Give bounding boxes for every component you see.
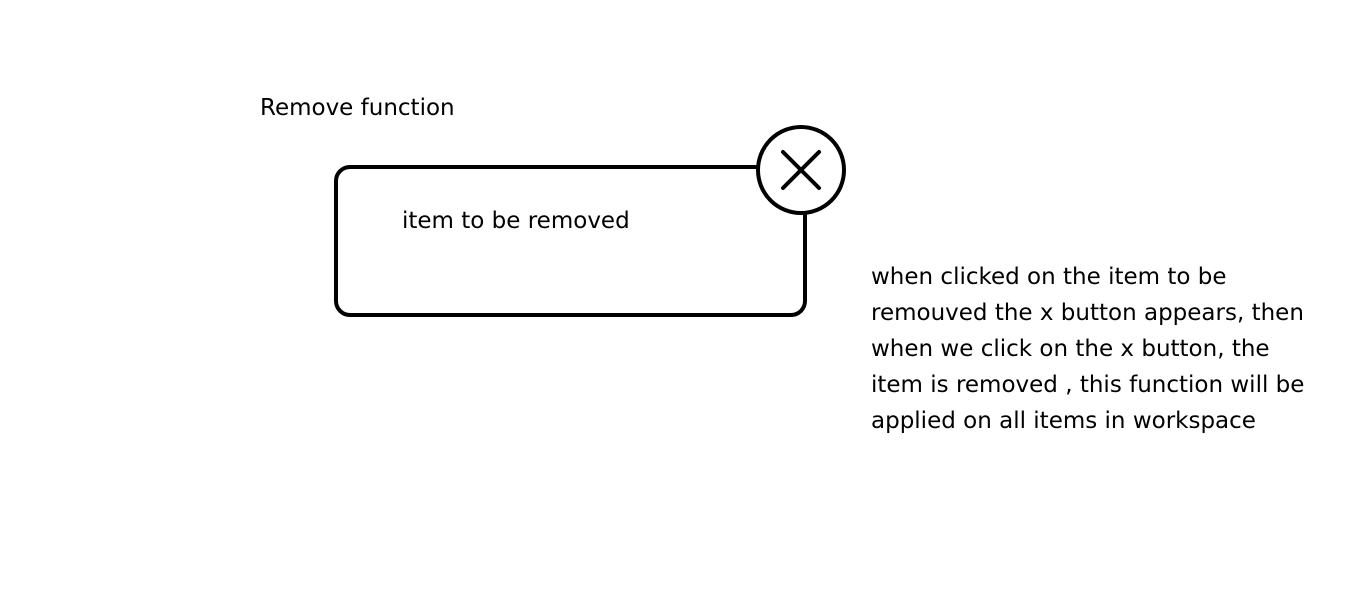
diagram-title: Remove function <box>260 95 455 121</box>
item-label: item to be removed <box>402 208 630 234</box>
remove-button[interactable] <box>756 125 846 215</box>
removable-item-box[interactable] <box>334 165 807 317</box>
close-icon <box>781 150 821 190</box>
description-note: when clicked on the item to be remouved … <box>871 264 1305 434</box>
